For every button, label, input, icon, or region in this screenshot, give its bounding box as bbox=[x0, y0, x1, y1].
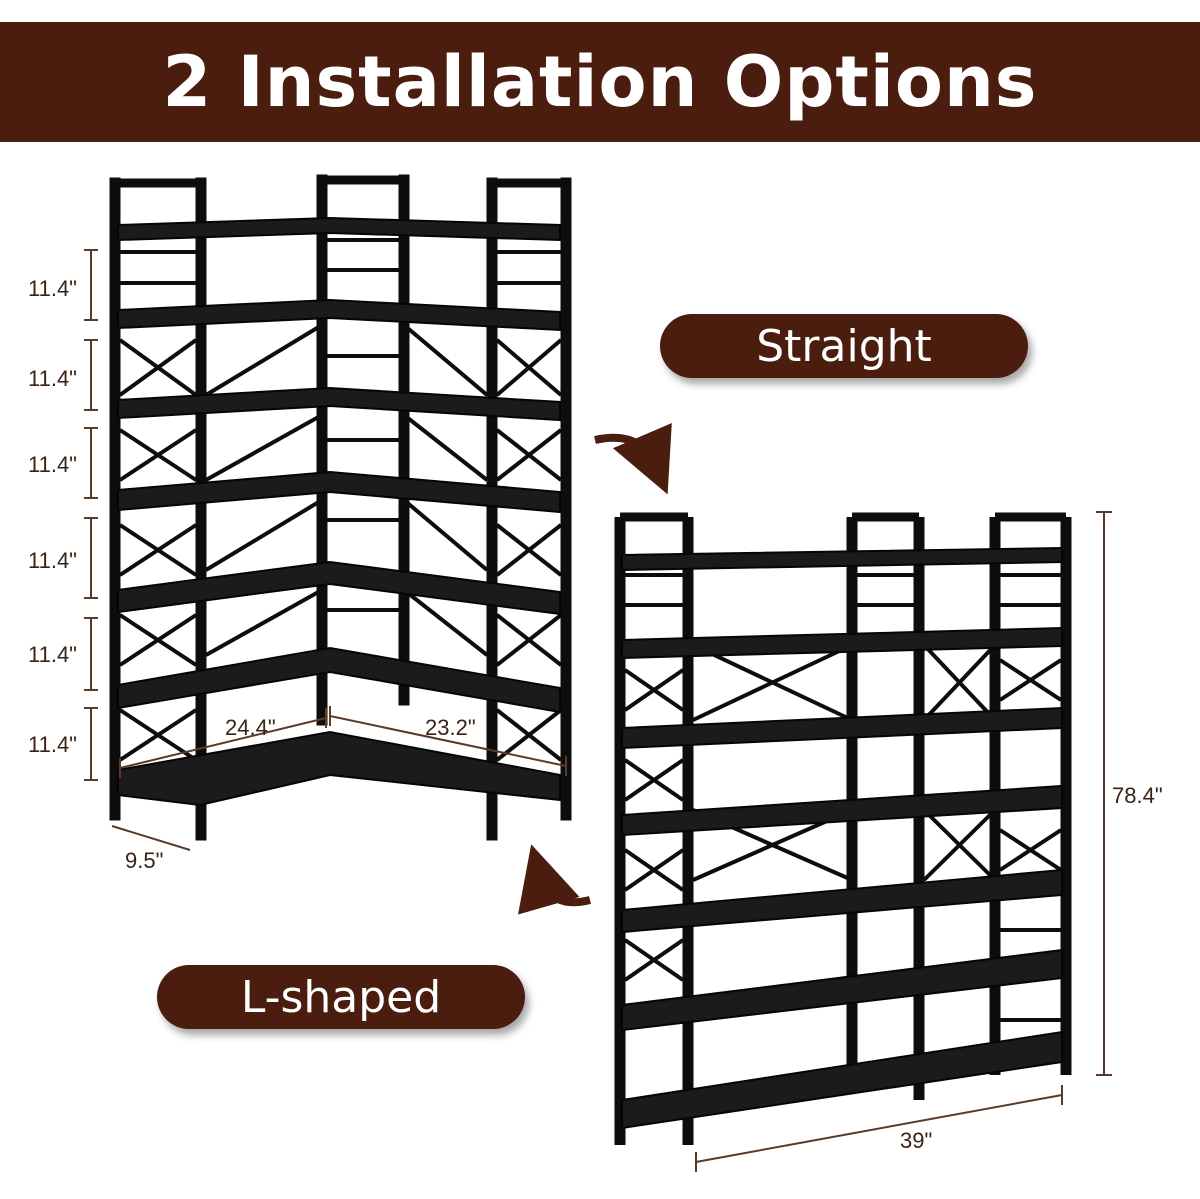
right-side-length-label: 23.2" bbox=[425, 715, 476, 740]
curved-arrow-icon bbox=[518, 844, 591, 915]
lshaped-shelves bbox=[117, 216, 561, 807]
height-label: 78.4" bbox=[1112, 783, 1163, 808]
shelf-spacing-label: 11.4" bbox=[28, 732, 77, 757]
shelf-spacing-label: 11.4" bbox=[28, 452, 77, 477]
shelf-spacing-label: 11.4" bbox=[28, 548, 77, 573]
lshaped-shelf-dimensions bbox=[84, 249, 98, 781]
shelf-spacing-label: 11.4" bbox=[28, 366, 77, 391]
page-title: 2 Installation Options bbox=[162, 41, 1038, 123]
shelf-spacing-label: 11.4" bbox=[28, 276, 77, 301]
lshaped-label-text: L-shaped bbox=[240, 971, 442, 1023]
title-banner: 2 Installation Options bbox=[0, 22, 1200, 142]
depth-label: 9.5" bbox=[125, 848, 163, 873]
left-side-length-label: 24.4" bbox=[225, 715, 276, 740]
lshaped-bookshelf bbox=[109, 174, 572, 841]
straight-option-label: Straight bbox=[660, 314, 1028, 378]
width-label: 39" bbox=[900, 1128, 932, 1153]
straight-dimensions bbox=[695, 511, 1112, 1172]
curved-arrow-icon bbox=[594, 422, 672, 495]
shelf-spacing-label: 11.4" bbox=[28, 642, 77, 667]
lshaped-length-dimensions bbox=[111, 706, 567, 851]
straight-shelves bbox=[621, 546, 1063, 1130]
straight-label-text: Straight bbox=[756, 320, 932, 372]
lshaped-option-label: L-shaped bbox=[157, 965, 525, 1029]
